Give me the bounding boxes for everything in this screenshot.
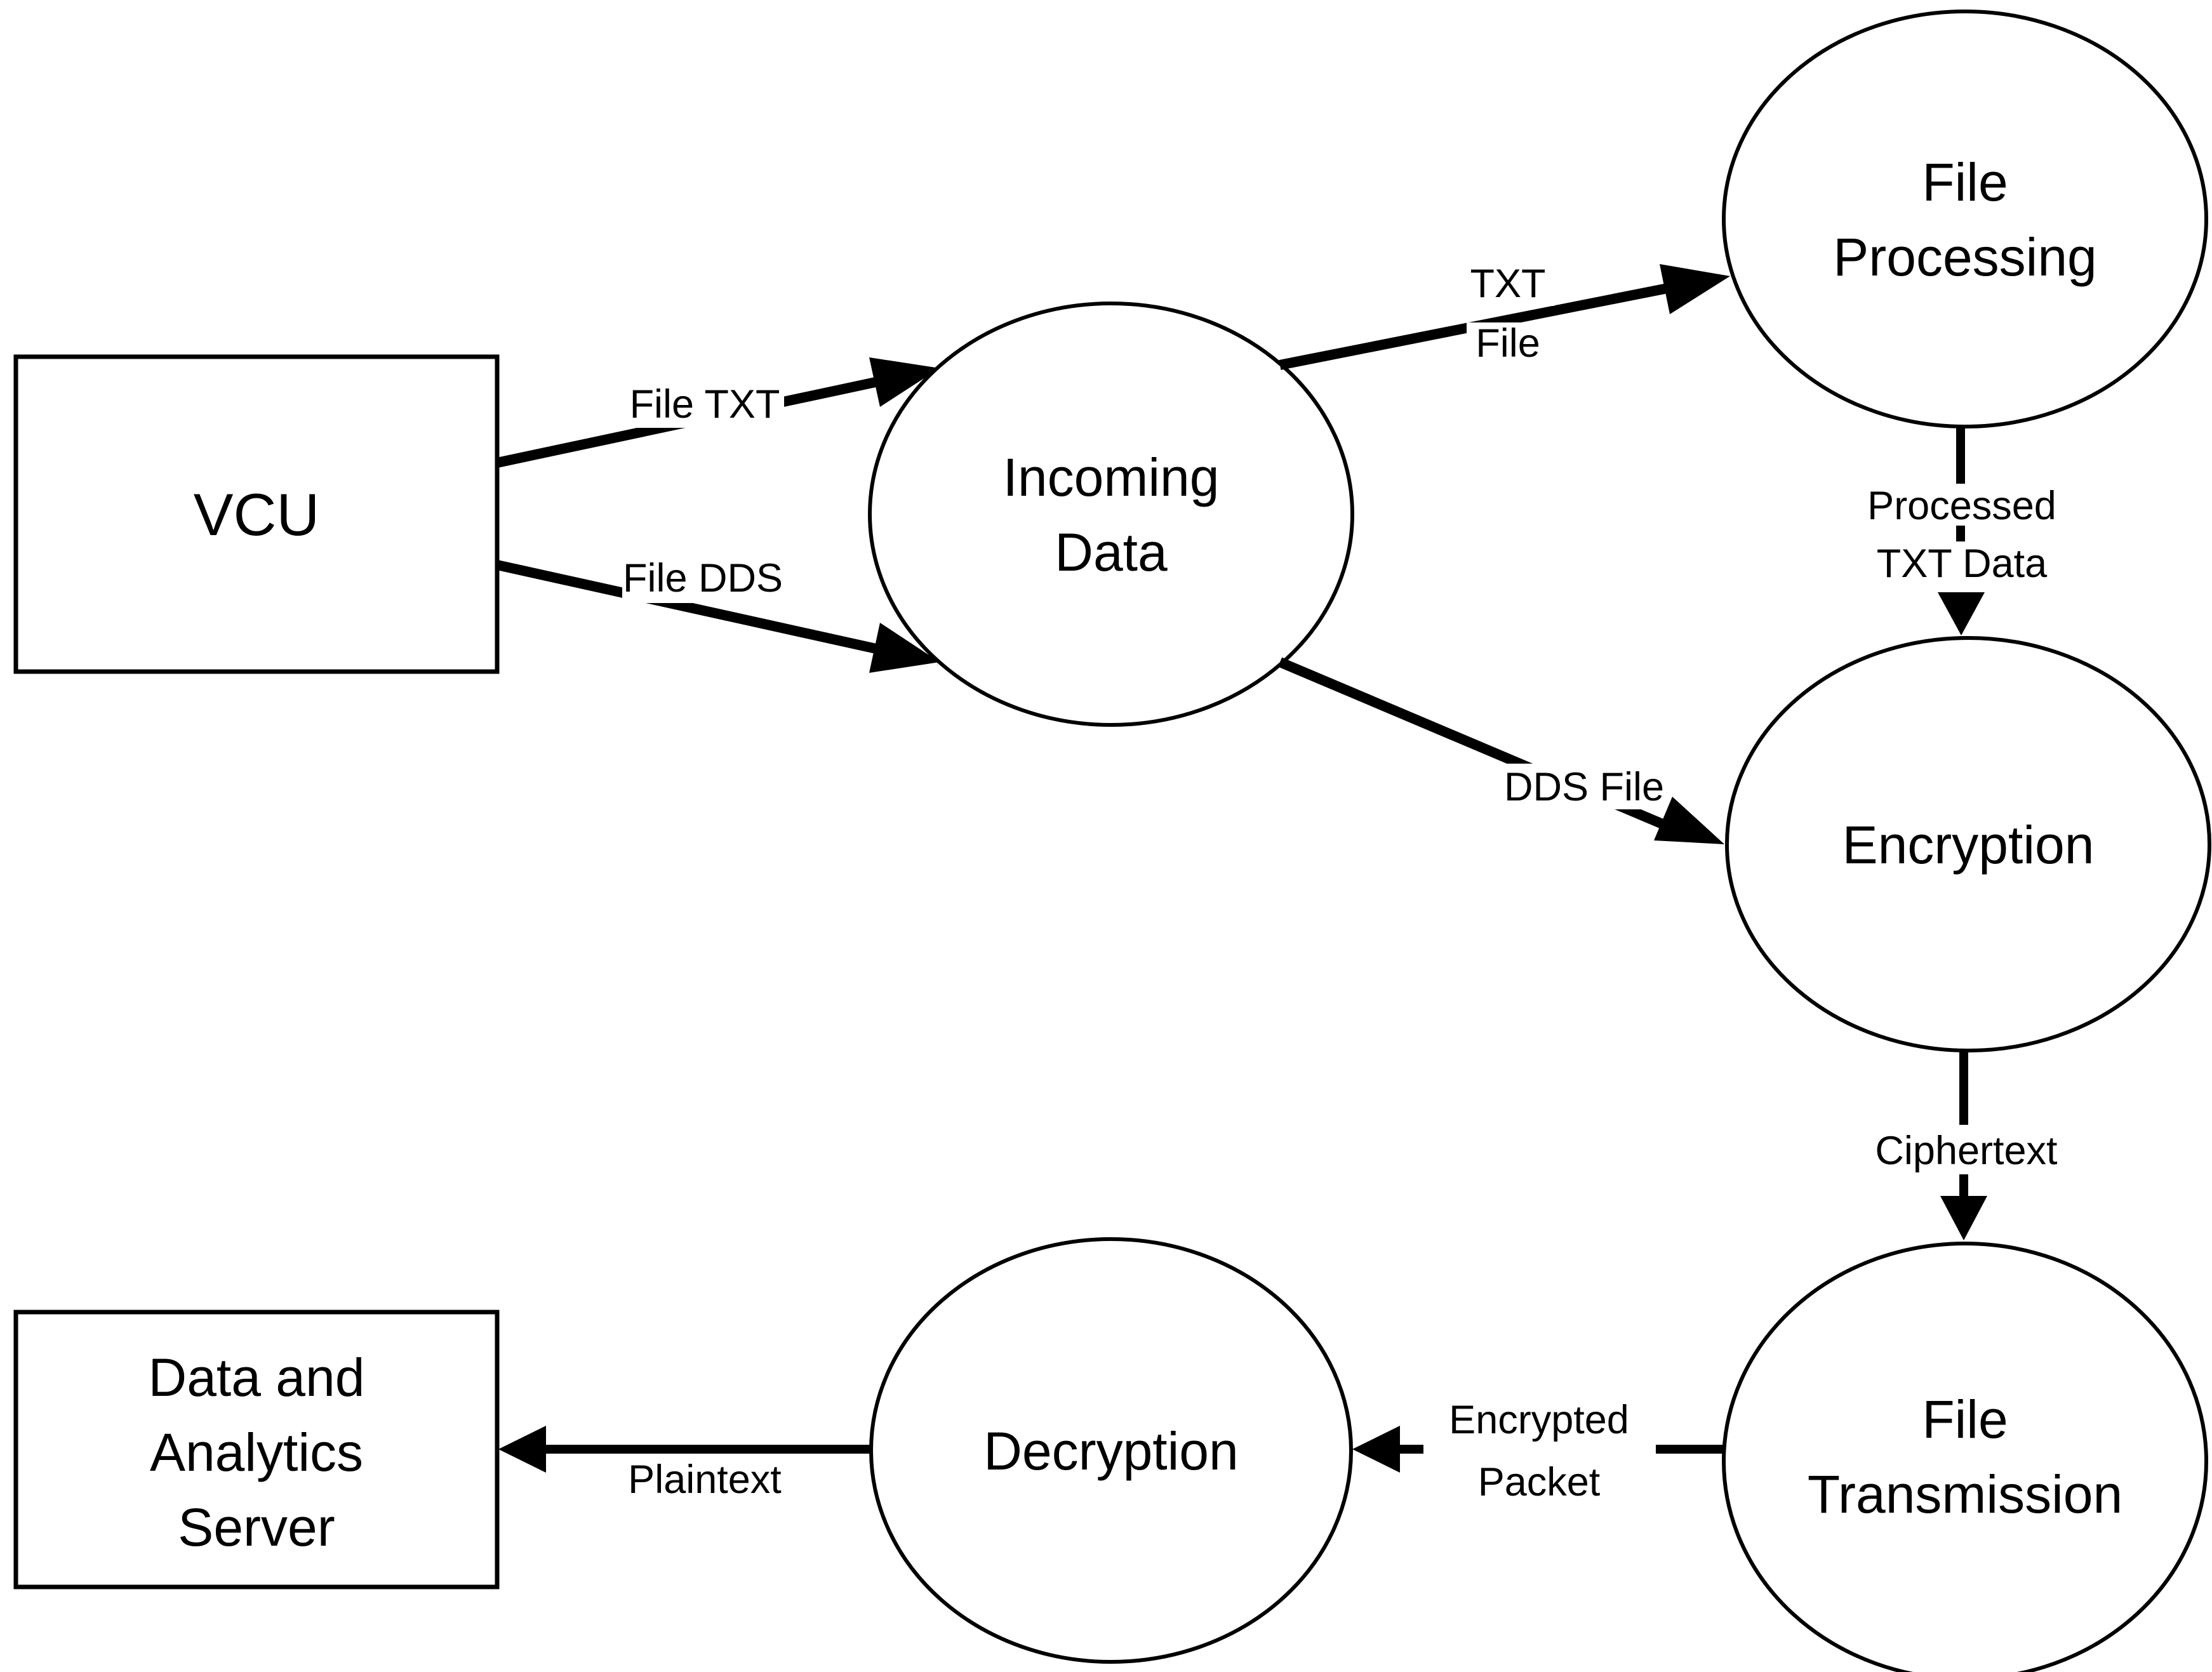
encrypted-packet-label-mask xyxy=(1423,1395,1656,1508)
txt-file-edge-label-line1: TXT xyxy=(1470,262,1546,306)
file-txt-edge-label: File TXT xyxy=(630,382,780,427)
dds-file-edge-label: DDS File xyxy=(1504,765,1664,809)
incoming-data-label-line1: Incoming xyxy=(1003,448,1220,507)
file-txt-label-mask xyxy=(625,380,784,428)
processed-txt-data-edge-label-line2: TXT Data xyxy=(1877,541,2048,586)
vcu-label: VCU xyxy=(194,481,319,548)
decryption-label: Decryption xyxy=(983,1421,1239,1481)
arrowhead-vcu-to-incoming-txt xyxy=(869,357,940,407)
arrowhead-incoming-to-encryption xyxy=(1654,797,1724,844)
file-processing-label-line1: File xyxy=(1922,152,2008,212)
incoming-data-label-line2: Data xyxy=(1055,522,1168,582)
file-processing-label-line2: Processing xyxy=(1833,227,2097,287)
file-transmission-label-line1: File xyxy=(1922,1390,2008,1449)
dds-file-label-mask xyxy=(1492,764,1679,809)
arrow-vcu-to-incoming-dds xyxy=(496,560,889,656)
plaintext-edge-label: Plaintext xyxy=(628,1457,782,1502)
encrypted-packet-edge-label-line1: Encrypted xyxy=(1449,1398,1629,1442)
txt-file-label-mask-2 xyxy=(1467,322,1550,366)
encrypted-packet-edge-label-line2: Packet xyxy=(1478,1460,1601,1504)
ciphertext-edge-label: Ciphertext xyxy=(1875,1129,2058,1173)
server-label-line2: Analytics xyxy=(150,1423,363,1482)
arrowhead-file-transmission-to-decryption xyxy=(1352,1426,1400,1473)
txt-file-edge-label-line2: File xyxy=(1476,321,1540,366)
file-processing-node xyxy=(1722,10,2208,428)
ciphertext-label-mask xyxy=(1846,1125,2088,1174)
arrowhead-vcu-to-incoming-dds xyxy=(869,623,940,673)
arrowhead-encryption-to-file-transmission xyxy=(1940,1196,1987,1240)
processed-label-mask-1 xyxy=(1851,484,2074,526)
plaintext-label-mask xyxy=(611,1459,800,1506)
encryption-label: Encryption xyxy=(1842,815,2095,875)
file-dds-edge-label: File DDS xyxy=(623,556,783,600)
arrowhead-decryption-to-server xyxy=(498,1426,546,1473)
server-label-line3: Server xyxy=(178,1497,335,1557)
file-dds-label-mask xyxy=(622,555,785,603)
file-transmission-label-line2: Transmission xyxy=(1808,1464,2122,1524)
incoming-data-node xyxy=(868,302,1354,727)
data-analytics-server-box xyxy=(13,1310,500,1589)
processed-label-mask-2 xyxy=(1860,541,2065,592)
server-label-line1: Data and xyxy=(149,1348,365,1407)
arrowhead-incoming-to-file-processing xyxy=(1660,264,1730,314)
file-transmission-node xyxy=(1722,1242,2208,1672)
arrowhead-file-processing-to-encryption xyxy=(1938,592,1985,635)
txt-file-label-mask-1 xyxy=(1462,263,1554,306)
processed-txt-data-edge-label-line1: Processed xyxy=(1867,484,2056,528)
vcu-box xyxy=(13,354,500,674)
